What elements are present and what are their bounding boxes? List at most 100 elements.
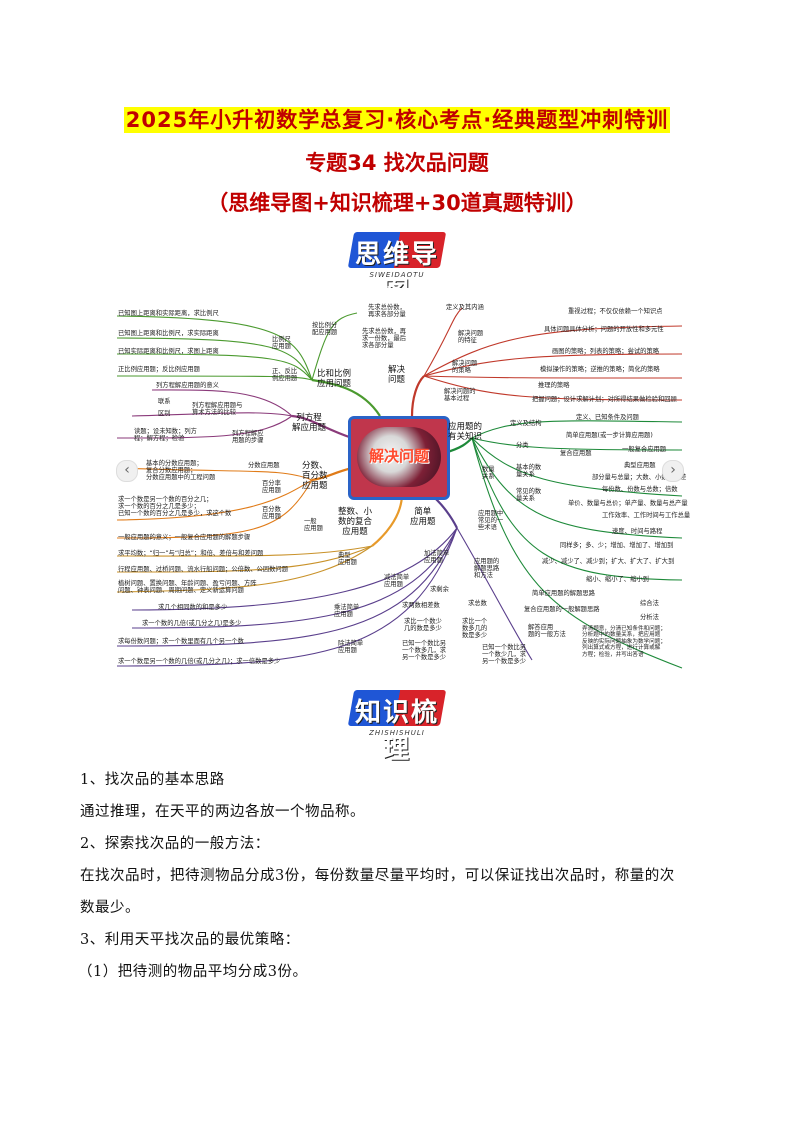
mm-label: 把握问题；设计求解计划；对所得结果做检验和回顾 (532, 396, 677, 403)
node-fenshu: 分数、 百分数 应用题 (302, 461, 328, 491)
branch-bili (311, 378, 381, 417)
mm-label: 综合法 (640, 600, 659, 607)
section-2-body-line1: 在找次品时，把待测物品分成3份，每份数量尽量平均时，可以保证找出次品时，称量的次 (80, 868, 675, 884)
node-chufa: 除法简单 应用题 (338, 640, 364, 655)
section-3-title: 3、利用天平找次品的最优策略： (80, 932, 300, 948)
mm-label: 缩小、缩小了、缩小到 (586, 576, 649, 583)
node-fenlei: 分类 (516, 442, 529, 449)
mm-label: 分析法 (640, 614, 659, 621)
subtitle-2: （思维导图+知识梳理+30道真题特训） (207, 191, 587, 215)
mm-label: 列方程解应用题的意义 (156, 382, 219, 389)
node-jianfa: 减法简单 应用题 (384, 574, 410, 589)
knowledge-badge: 知识梳理 ZHISHISHULI (347, 686, 447, 765)
mm-label: 基本的分数应用题； 复合分数应用题； 分数应用题中的工程问题 (146, 460, 216, 482)
node-baifenlv: 百分率 应用题 (262, 480, 281, 495)
badge-subtext: SIWEIDAOTU (369, 271, 425, 279)
node-chengfa: 乘法简单 应用题 (334, 604, 360, 619)
node-shuliang: 数量 关系 (482, 466, 495, 481)
badge-text: 知识梳理 (354, 698, 439, 765)
mindmap-branches (116, 307, 683, 669)
branch-fenshu (311, 466, 353, 482)
mm-label: 画图的策略；列表的策略；尝试的策略 (552, 348, 660, 355)
node-bili: 比和比例 应用问题 (317, 369, 352, 389)
mm-label: 已知图上距离和实际距离，求比例尺 (118, 310, 219, 317)
branch-zhengshu (371, 493, 404, 547)
mm-label: 先求总份数，再 求一份数，最后 求各部分量 (362, 328, 407, 350)
node-silu: 应用题的 解题思路 和方法 (474, 558, 500, 580)
mm-label: 已知一个数比另 一个数多几，求 另一个数是多少 (402, 640, 447, 662)
mm-label: 植树问题、置换问题、年龄问题、盈亏问题、方阵 问题、钟表问题、周期问题、定义新运… (118, 580, 257, 595)
mm-label: 列方程解应用题与 算术方法的比较 (192, 402, 243, 417)
mm-label: 求平均数；“归一”与“归总”；和倍、差倍与和差问题 (118, 550, 264, 557)
node-fangcheng: 列方程 解应用题 (292, 413, 327, 433)
node-guocheng: 解决问题的 基本过程 (444, 388, 476, 403)
mm-label: 读题；设未知数；列方 程；解方程；检验 (134, 428, 197, 443)
mm-label: 部分量与总量；大数、小数与相差 (592, 474, 687, 481)
mm-label: 一般复合应用题 (622, 446, 667, 453)
mm-label: 求两数相差数 (402, 602, 440, 609)
mm-label: 求剩余 (430, 586, 449, 593)
branch-fangcheng (291, 414, 353, 440)
main-title-text: 2025年小升初数学总复习·核心考点·经典题型冲刺特训 (123, 107, 671, 133)
mindmap-center-node: 解决问题 (348, 416, 450, 500)
section-2-title: 2、探索找次品的一般方法： (80, 836, 270, 852)
mm-label: 具体问题具体分析；问题的开放性和多元性 (544, 326, 664, 333)
mm-label: 求每份数问题；求一个数里面有几个另一个数 (118, 638, 244, 645)
center-image (357, 427, 441, 487)
node-baifenshu: 百分数 应用题 (262, 506, 281, 521)
mm-label: 列方程解应 用题的步骤 (232, 430, 264, 445)
subtitle: 专题34 找次品问题 (305, 151, 489, 175)
mm-label: 正比例应用题；反比例应用题 (118, 366, 200, 373)
mm-label: 求比一个数少 几的数是多少 (404, 618, 442, 633)
mm-label: 复合应用题的一般解题思路 (524, 606, 600, 613)
main-title: 2025年小升初数学总复习·核心考点·经典题型冲刺特训 (0, 104, 794, 134)
mm-label: 重视过程；不仅仅依赖一个知识点 (568, 308, 663, 315)
mm-label: 定义、已知条件及问题 (576, 414, 639, 421)
mm-label: 已知一个数比另 一个数少几，求 另一个数是多少 (482, 644, 527, 666)
mm-label: 弄清题意，分清已知条件和问题； 分析题中的数量关系，把应用题 反映的实际问题抽象… (582, 626, 666, 658)
mm-label: 求一个数是另一个数的百分之几； 求一个数的百分之几是多少； 已知一个数的百分之几… (118, 496, 232, 518)
section-1-title: 1、找次品的基本思路 (80, 772, 225, 788)
mm-label: 联系 (158, 398, 171, 405)
carousel-prev-button[interactable]: ‹ (116, 460, 138, 482)
mindmap-badge: 思维导图 SIWEIDAOTU (347, 228, 447, 307)
mm-label: 一般应用题的意义；一般复合应用题的解题步骤 (118, 534, 251, 541)
node-zhengshu: 整数、小 数的复合 应用题 (338, 507, 373, 537)
badge-subtext: ZHISHISHULI (369, 729, 425, 737)
mm-label: 推理的策略 (538, 382, 570, 389)
mm-label: 解答应用 题的一般方法 (528, 624, 566, 639)
node-yiban: 一般 应用题 (304, 518, 323, 533)
mm-label: 复合应用题 (560, 450, 592, 457)
mm-label: 行程应用题、过桥问题、流水行船问题；公倍数、公因数问题 (118, 566, 289, 573)
mm-label: 已知实际距离和比例尺，求图上距离 (118, 348, 219, 355)
carousel-next-button[interactable]: › (662, 460, 684, 482)
node-zhengfan: 正、反比 例应用题 (272, 368, 298, 383)
mm-label: 模拟操作的策略；逆推的策略；简化的策略 (540, 366, 660, 373)
section-1-body: 通过推理，在天平的两边各放一个物品称。 (80, 804, 365, 820)
node-shuyu: 应用题中 常见的一 些术语 (478, 510, 504, 532)
mm-label: 单价、数量与总价；单产量、数量与总产量 (568, 500, 688, 507)
node-jiafa: 加法简单 应用题 (424, 550, 450, 565)
mm-label: 先求总份数， 再求各部分量 (368, 304, 406, 319)
mm-label: 求比一个 数多几的 数是多少 (462, 618, 488, 640)
mm-label: 简单应用题(或一步计算应用题) (566, 432, 653, 439)
mm-label: 定义及结构 (510, 420, 542, 427)
node-jiejue: 解决 问题 (388, 365, 406, 385)
mm-label: 求一个数的几倍(或几分之几)是多少 (142, 620, 242, 627)
mm-label: 常见的数 量关系 (516, 488, 542, 503)
mm-label: 每份数、份数与总数；倍数 (602, 486, 678, 493)
mm-label: 减少、减少了、减少到；扩大、扩大了、扩大到 (542, 558, 675, 565)
node-tezheng: 解决问题 的特征 (458, 330, 484, 345)
mm-label: 速度、时间与路程 (612, 528, 663, 535)
node-youguan: 应用题的 有关知识 (448, 422, 483, 442)
node-bilichi: 比例尺 应用题 (272, 336, 291, 351)
node-dianxing: 典型 应用题 (338, 552, 357, 567)
section-3-item-1: （1）把待测的物品平均分成3份。 (78, 964, 308, 980)
mm-label: 区别 (158, 410, 171, 417)
mm-label: 工作效率、工作时间与工作总量 (602, 512, 691, 519)
mm-label: 求总数 (468, 600, 487, 607)
mm-label: 简单应用题的解题思路 (532, 590, 595, 597)
node-celue: 解决问题 的策略 (452, 360, 478, 375)
center-label: 解决问题 (368, 447, 429, 465)
node-jiandan: 简单 应用题 (410, 507, 436, 527)
